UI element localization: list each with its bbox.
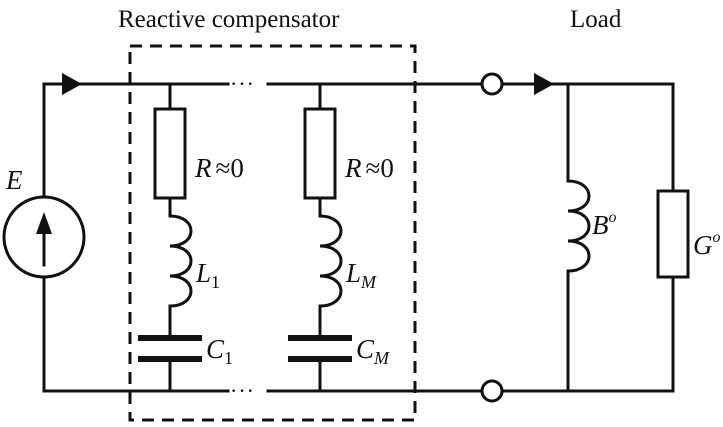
capacitor-m-label: CM <box>356 334 390 368</box>
top-ellipsis: ··· <box>230 71 255 96</box>
terminal-bottom <box>480 379 504 403</box>
load-susceptance <box>566 82 591 393</box>
branch-1 <box>138 82 202 393</box>
bottom-ellipsis: ··· <box>230 378 255 403</box>
load-inductor-icon <box>567 179 591 273</box>
inductor-1-icon <box>169 214 193 308</box>
susceptance-label: Bo <box>592 209 617 240</box>
inductor-m-icon <box>319 214 343 308</box>
compensator-boundary <box>128 44 417 422</box>
bottom-wire <box>42 275 675 393</box>
resistor-1 <box>153 107 187 200</box>
capacitor-1-label: C1 <box>206 334 233 368</box>
load-title: Load <box>570 6 622 33</box>
current-arrow-icon <box>62 73 82 95</box>
terminal-top <box>480 72 504 96</box>
conductance-label: Go <box>693 229 721 260</box>
inductor-m-label: LM <box>345 258 377 292</box>
top-wire <box>42 82 675 199</box>
source-arrow-icon <box>36 212 52 234</box>
branch-m <box>288 82 352 393</box>
resistor-1-label: R≈0 <box>194 153 244 183</box>
load-resistor <box>656 189 690 279</box>
resistor-m <box>303 107 337 200</box>
compensator-title: Reactive compensator <box>118 6 340 33</box>
load-current-arrow-icon <box>534 73 554 95</box>
inductor-1-label: L1 <box>195 258 220 292</box>
current-source <box>2 195 86 279</box>
source-label: E <box>5 165 23 195</box>
resistor-m-label: R≈0 <box>344 153 394 183</box>
